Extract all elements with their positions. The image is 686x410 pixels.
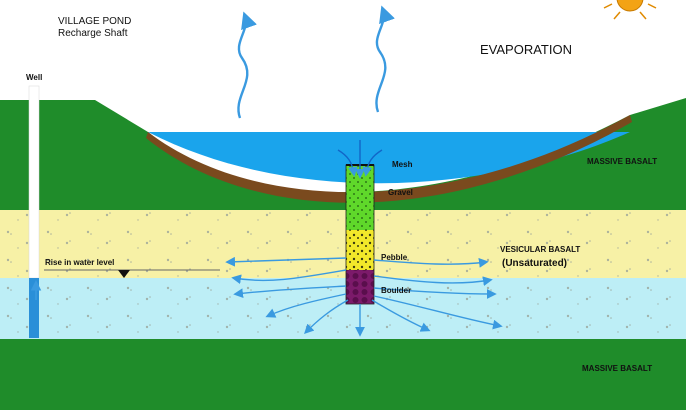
unsaturated-label: (Unsaturated) <box>502 258 568 269</box>
evaporation-arrows <box>237 5 395 119</box>
pond-bed <box>146 115 632 203</box>
massive-basalt-bottom-label: MASSIVE BASALT <box>582 364 653 373</box>
massive-basalt-top-label: MASSIVE BASALT <box>587 157 658 166</box>
vesicular-basalt-label: VESICULAR BASALT <box>500 245 581 254</box>
well-label: Well <box>26 73 43 82</box>
evaporation-label: EVAPORATION <box>480 42 572 57</box>
pond-water <box>148 132 630 184</box>
pebble-label: Pebble <box>381 253 408 262</box>
boulder-label: Boulder <box>381 286 412 295</box>
well-water <box>29 278 39 338</box>
title-line-2: Recharge Shaft <box>58 28 128 39</box>
massive-basalt-top-layer <box>0 98 686 210</box>
sun-icon <box>603 0 657 20</box>
mesh-label: Mesh <box>392 160 413 169</box>
well-shaft <box>28 85 40 279</box>
massive-basalt-bottom-layer <box>0 339 686 410</box>
water-level-marker <box>118 270 130 278</box>
rise-in-water-level-label: Rise in water level <box>45 258 115 267</box>
outflow-arrows <box>225 256 503 337</box>
inflow-arrows <box>337 140 383 179</box>
gravel-label: Gravel <box>388 188 413 197</box>
title-line-1: VILLAGE POND <box>58 16 132 27</box>
